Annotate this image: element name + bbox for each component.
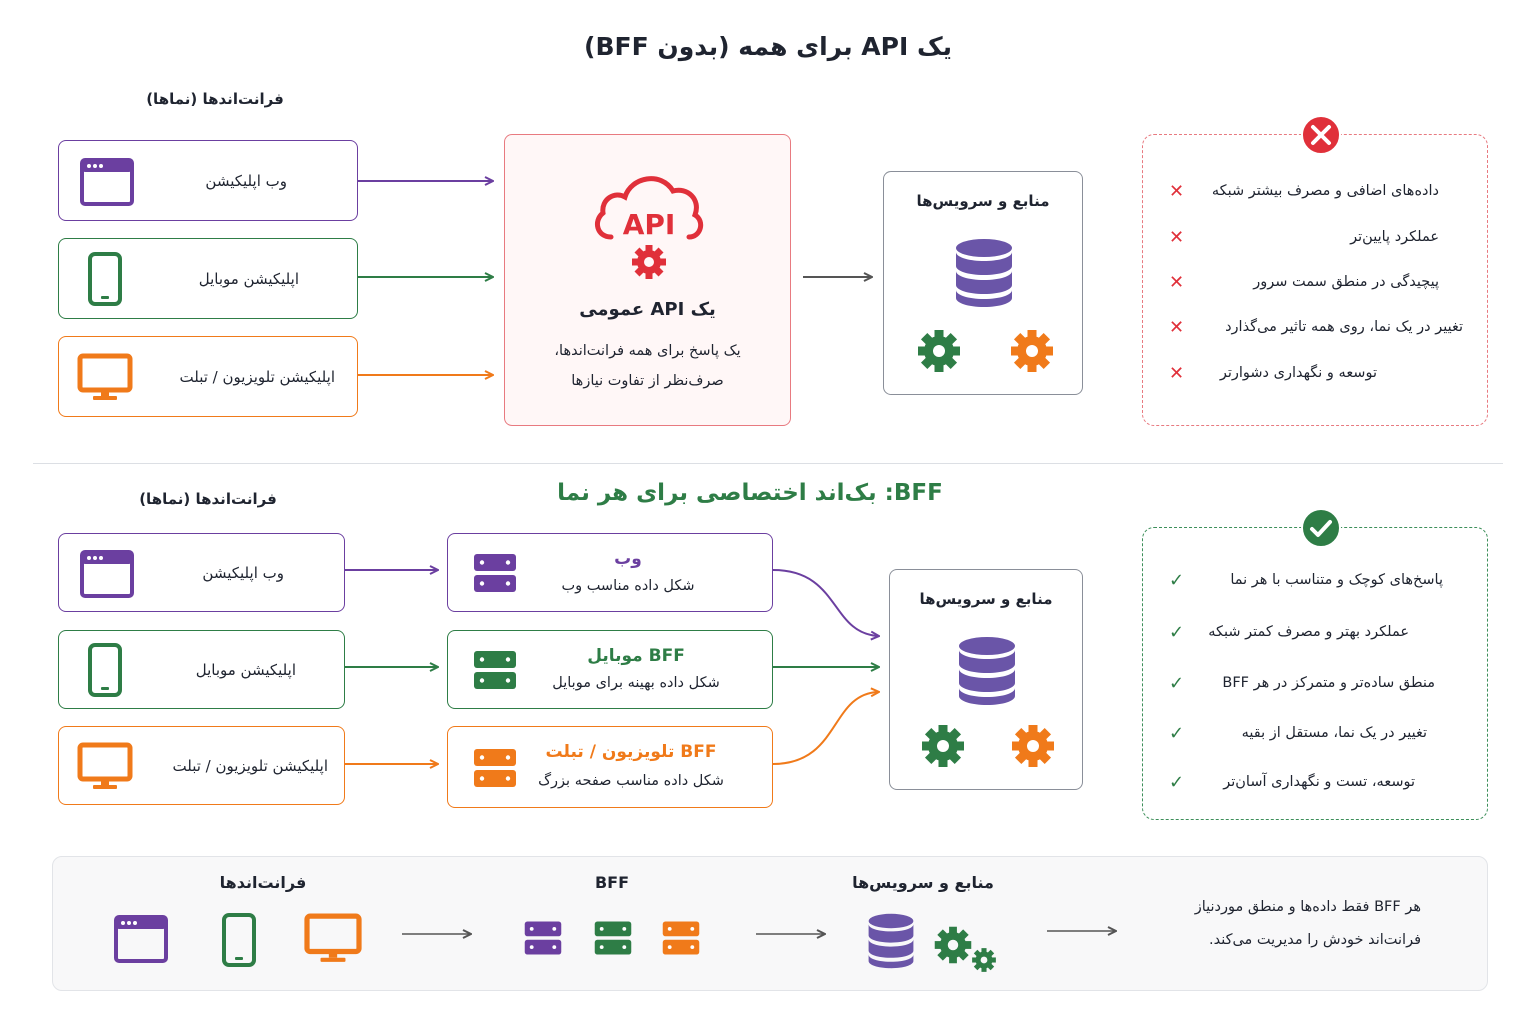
summary-note-line2: فرانت‌اند خودش را مدیریت می‌کند. xyxy=(1208,932,1421,948)
general-api-box[interactable]: API یک API عمومی یک پاسخ برای همه فرانت‌… xyxy=(504,134,791,426)
tv-bff-title: BFF تلویزیون / تبلت xyxy=(545,742,717,762)
bottom-web-app-box[interactable]: وب اپلیکیشن xyxy=(58,533,345,612)
top-services-title: منابع و سرویس‌ها xyxy=(916,192,1050,210)
gear-icon xyxy=(1011,330,1053,372)
cross-icon: ✕ xyxy=(1169,272,1185,293)
top-web-app-box[interactable]: وب اپلیکیشن xyxy=(58,140,358,221)
summary-strip: فرانت‌اندها BFF منابع و سرویس‌ها xyxy=(52,856,1488,991)
mobile-bff-subtitle: شکل داده بهینه برای موبایل xyxy=(552,675,720,691)
mobile-phone-icon xyxy=(222,913,256,967)
gear-icon xyxy=(918,330,960,372)
gear-icon xyxy=(1012,725,1054,767)
bottom-frontends-header: فرانت‌اندها (نماها) xyxy=(139,490,277,508)
pros-item: عملکرد بهتر و مصرف کمتر شبکه xyxy=(1208,624,1409,640)
cross-icon: ✕ xyxy=(1169,317,1185,338)
top-frontends-header: فرانت‌اندها (نماها) xyxy=(146,90,284,108)
cons-item: پیچیدگی در منطق سمت سرور xyxy=(1253,274,1439,290)
mobile-bff-title: BFF موبایل xyxy=(587,646,685,666)
check-icon: ✓ xyxy=(1169,622,1185,643)
top-services-box[interactable]: منابع و سرویس‌ها xyxy=(883,171,1083,395)
mobile-bff-box[interactable]: BFF موبایل شکل داده بهینه برای موبایل xyxy=(447,630,773,709)
browser-window-icon xyxy=(80,550,134,598)
bottom-tv-app-box[interactable]: اپلیکیشن تلویزیون / تبلت xyxy=(58,726,345,805)
bottom-services-title: منابع و سرویس‌ها xyxy=(919,590,1053,608)
gear-icon xyxy=(934,926,972,964)
top-web-app-label: وب اپلیکیشن xyxy=(205,172,287,190)
top-tv-app-box[interactable]: اپلیکیشن تلویزیون / تبلت xyxy=(58,336,358,417)
top-mobile-app-label: اپلیکیشن موبایل xyxy=(198,270,299,288)
top-tv-app-label: اپلیکیشن تلویزیون / تبلت xyxy=(179,368,335,386)
cons-item: تغییر در یک نما، روی همه تاثیر می‌گذارد xyxy=(1225,319,1463,335)
browser-window-icon xyxy=(114,915,168,963)
monitor-icon xyxy=(77,742,133,789)
bff-title: BFF: بک‌اند اختصاصی برای هر نما xyxy=(557,480,943,506)
server-icon xyxy=(474,749,516,787)
check-icon: ✓ xyxy=(1169,570,1185,591)
server-icon xyxy=(594,921,632,955)
tv-bff-box[interactable]: BFF تلویزیون / تبلت شکل داده مناسب صفحه … xyxy=(447,726,773,808)
top-mobile-app-box[interactable]: اپلیکیشن موبایل xyxy=(58,238,358,319)
pros-item: منطق ساده‌تر و متمرکز در هر BFF xyxy=(1222,675,1435,691)
general-api-title: یک API عمومی xyxy=(579,299,716,320)
server-icon xyxy=(524,921,562,955)
bottom-tv-app-label: اپلیکیشن تلویزیون / تبلت xyxy=(172,757,328,775)
summary-services-label: منابع و سرویس‌ها xyxy=(852,873,994,892)
general-api-desc-line2: صرف‌نظر از تفاوت نیازها xyxy=(571,373,724,389)
cloud-api-icon: API xyxy=(594,176,704,241)
summary-note-line1: هر BFF فقط داده‌ها و منطق موردنیاز xyxy=(1194,899,1421,915)
check-icon: ✓ xyxy=(1169,772,1185,793)
bottom-services-box[interactable]: منابع و سرویس‌ها xyxy=(889,569,1083,790)
gear-icon xyxy=(632,245,666,279)
database-icon xyxy=(868,913,914,969)
gear-icon xyxy=(972,948,996,972)
general-api-desc-line1: یک پاسخ برای همه فرانت‌اندها، xyxy=(554,343,741,359)
success-badge-icon xyxy=(1301,508,1341,548)
server-icon xyxy=(662,921,700,955)
pros-item: پاسخ‌های کوچک و متناسب با هر نما xyxy=(1230,572,1443,588)
cons-item: داده‌های اضافی و مصرف بیشتر شبکه xyxy=(1211,183,1439,199)
summary-bff-label: BFF xyxy=(594,873,630,892)
top-title: یک API برای همه (بدون BFF) xyxy=(584,32,952,61)
web-bff-title: وب xyxy=(614,549,642,569)
database-icon xyxy=(959,637,1015,705)
cross-icon: ✕ xyxy=(1169,363,1185,384)
cons-item: توسعه و نگهداری دشوارتر xyxy=(1219,365,1377,381)
cons-item: عملکرد پایین‌تر xyxy=(1350,229,1439,245)
pros-item: تغییر در یک نما، مستقل از بقیه xyxy=(1241,725,1427,741)
bottom-web-app-label: وب اپلیکیشن xyxy=(202,564,284,582)
bottom-mobile-app-label: اپلیکیشن موبایل xyxy=(195,661,296,679)
arrow-webbff-to-services xyxy=(772,569,878,636)
monitor-icon xyxy=(304,913,362,962)
server-icon xyxy=(474,554,516,592)
pros-item: توسعه، تست و نگهداری آسان‌تر xyxy=(1223,774,1415,790)
api-icon-text: API xyxy=(623,208,676,241)
cons-box: داده‌های اضافی و مصرف بیشتر شبکه عملکرد … xyxy=(1142,134,1488,426)
summary-frontends-label: فرانت‌اندها xyxy=(219,873,307,892)
cross-icon: ✕ xyxy=(1169,181,1185,202)
mobile-phone-icon xyxy=(88,252,122,306)
bottom-mobile-app-box[interactable]: اپلیکیشن موبایل xyxy=(58,630,345,709)
cross-icon: ✕ xyxy=(1169,227,1185,248)
check-icon: ✓ xyxy=(1169,723,1185,744)
error-badge-icon xyxy=(1301,115,1341,155)
check-icon: ✓ xyxy=(1169,673,1185,694)
tv-bff-subtitle: شکل داده مناسب صفحه بزرگ xyxy=(538,773,724,789)
monitor-icon xyxy=(77,353,133,400)
mobile-phone-icon xyxy=(88,643,122,697)
arrow-tvbff-to-services xyxy=(772,692,878,765)
server-icon xyxy=(474,651,516,689)
section-divider xyxy=(33,463,1503,464)
browser-window-icon xyxy=(80,158,134,206)
web-bff-box[interactable]: وب شکل داده مناسب وب xyxy=(447,533,773,612)
gear-icon xyxy=(922,725,964,767)
web-bff-subtitle: شکل داده مناسب وب xyxy=(561,578,695,594)
database-icon xyxy=(956,239,1012,307)
